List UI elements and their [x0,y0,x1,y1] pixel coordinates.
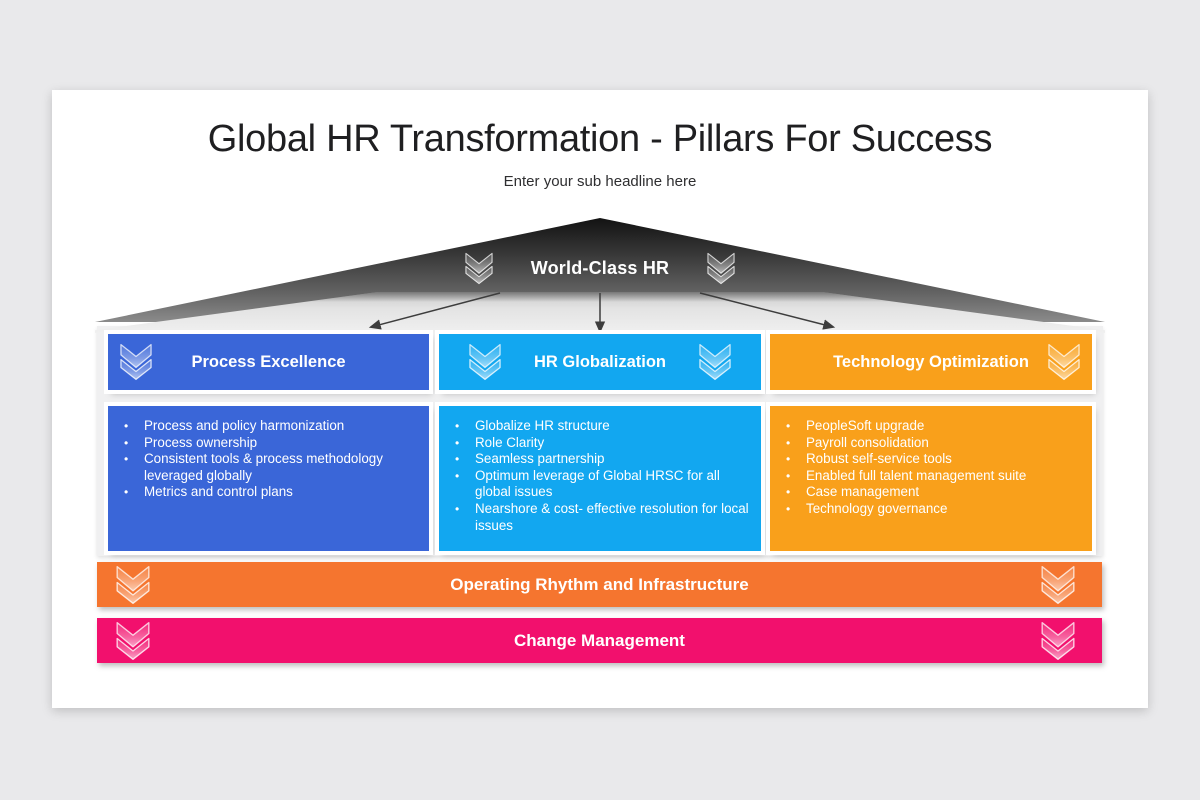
bullet-item: Process ownership [116,435,421,452]
chevron-down-icon [1038,621,1078,661]
connector-arrows-icon [368,292,836,334]
chevron-down-icon [464,343,506,381]
pillar-header-technology-optimization: Technology Optimization [770,334,1092,390]
bar-change-management: Change Management [97,618,1102,663]
bullet-item: PeopleSoft upgrade [778,418,1084,435]
bar-label: Change Management [514,630,685,650]
chevron-down-icon [1038,565,1078,605]
bullet-item: Globalize HR structure [447,418,753,435]
bar-label: Operating Rhythm and Infrastructure [450,574,749,594]
bullet-item: Seamless partnership [447,451,753,468]
bullet-item: Process and policy harmonization [116,418,421,435]
bullet-item: Role Clarity [447,435,753,452]
pillar-list-hr-globalization: Globalize HR structure Role Clarity Seam… [439,406,761,551]
bullet-list: PeopleSoft upgrade Payroll consolidation… [778,418,1084,518]
bullet-item: Metrics and control plans [116,484,421,501]
chevron-down-icon [1043,343,1085,381]
bullet-item: Payroll consolidation [778,435,1084,452]
roof-label-row: World-Class HR [95,248,1105,288]
bar-operating-rhythm: Operating Rhythm and Infrastructure [97,562,1102,607]
chevron-down-icon [694,343,736,381]
pillar-header-label: Process Excellence [191,352,346,371]
bullet-item: Nearshore & cost- effective resolution f… [447,501,753,534]
chevron-down-icon [113,565,153,605]
bullet-list: Globalize HR structure Role Clarity Seam… [447,418,753,534]
bullet-item: Technology governance [778,501,1084,518]
pillar-header-label: Technology Optimization [833,352,1029,371]
pillar-header-process-excellence: Process Excellence [108,334,429,390]
chevron-down-icon [115,343,157,381]
chevron-down-icon [113,621,153,661]
slide-canvas: Global HR Transformation - Pillars For S… [52,90,1148,708]
slide-title: Global HR Transformation - Pillars For S… [207,118,993,160]
chevron-down-icon [461,252,497,285]
bullet-item: Optimum leverage of Global HRSC for all … [447,468,753,501]
pillar-list-technology-optimization: PeopleSoft upgrade Payroll consolidation… [770,406,1092,551]
bullet-item: Enabled full talent management suite [778,468,1084,485]
bullet-item: Consistent tools & process methodology l… [116,451,421,484]
bullet-item: Robust self-service tools [778,451,1084,468]
bullet-item: Case management [778,484,1084,501]
pillar-header-hr-globalization: HR Globalization [439,334,761,390]
chevron-down-icon [703,252,739,285]
bullet-list: Process and policy harmonization Process… [116,418,421,501]
slide-subtitle: Enter your sub headline here [503,173,697,190]
roof-label: World-Class HR [530,257,670,278]
pillar-list-process-excellence: Process and policy harmonization Process… [108,406,429,551]
pillar-header-label: HR Globalization [534,352,666,371]
